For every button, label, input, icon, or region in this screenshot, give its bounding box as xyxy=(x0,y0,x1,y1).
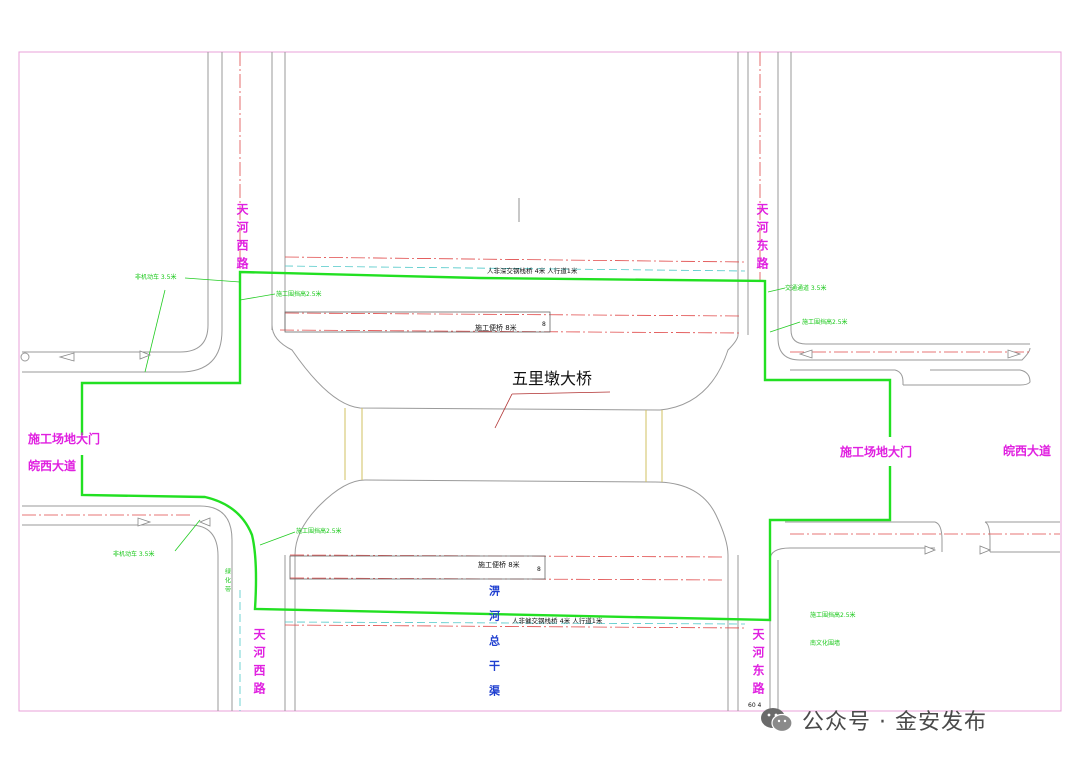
road-name-west-top: 天河西路 xyxy=(235,203,249,275)
svg-text:天河东路: 天河东路 xyxy=(751,628,765,700)
page-number: 60 4 xyxy=(748,702,762,709)
bottom-temp-bridge-label: 施工便桥 8米 xyxy=(478,560,520,569)
bottom-footbridge-label: 人非催交钢栈桥 4米 人行道1米 xyxy=(512,616,603,625)
label-wall-br: 南文化围墙 xyxy=(810,639,840,647)
top-temp-bridge-label: 施工便桥 8米 xyxy=(475,323,517,332)
temp-bridge-boxes xyxy=(284,311,551,580)
label-fence-tr: 施工围挡高2.5米 xyxy=(802,318,848,326)
svg-text:天河西路: 天河西路 xyxy=(235,203,249,275)
watermark-text: 公众号 · 金安发布 xyxy=(802,710,987,735)
top-footbridge-label: 人非深交钢栈桥 4米 人行道1米 xyxy=(487,266,578,275)
svg-text:淠河总干渠: 淠河总干渠 xyxy=(488,584,501,710)
bottom-temp-bridge-dim: 8 xyxy=(537,566,541,573)
callout-mark xyxy=(494,198,611,429)
road-arrows xyxy=(58,349,1022,555)
footbridge-lines xyxy=(239,265,746,711)
label-fence-br: 施工围挡高2.5米 xyxy=(810,611,856,619)
svg-text:天河西路: 天河西路 xyxy=(252,628,266,700)
road-name-east-top: 天河东路 xyxy=(755,203,769,275)
svg-text:绿化带: 绿化带 xyxy=(224,567,231,595)
bridge-title: 五里墩大桥 xyxy=(512,369,592,388)
road-name-west-bottom: 天河西路 xyxy=(252,628,266,700)
watermark: 公众号 · 金安发布 xyxy=(760,700,987,740)
label-fence-bl: 施工围挡高2.5米 xyxy=(296,527,342,535)
road-name-east-bottom: 天河东路 xyxy=(751,628,765,700)
label-fence-tl: 施工围挡高2.5米 xyxy=(276,290,322,298)
construction-boundary xyxy=(80,270,892,622)
svg-text:天河东路: 天河东路 xyxy=(755,203,769,275)
lane-lines xyxy=(22,52,1060,629)
top-temp-bridge-dim: 8 xyxy=(542,321,546,328)
label-nonmotor-tr: 交通通道 3.5米 xyxy=(785,284,826,292)
gate-label-left: 施工场地大门 xyxy=(28,431,100,446)
label-nonmotor-tl: 非机动车 3.5米 xyxy=(135,273,176,281)
wechat-icon xyxy=(760,706,794,734)
road-edges xyxy=(20,52,1060,711)
avenue-name-right: 皖西大道 xyxy=(1003,443,1051,458)
drawing-frame xyxy=(18,51,1062,712)
bridge-body xyxy=(271,324,739,556)
leader-lines xyxy=(144,277,801,552)
gate-label-right: 施工场地大门 xyxy=(840,444,912,459)
label-nonmotor-bl: 非机动车 3.5米 xyxy=(113,550,154,558)
label-green-belt: 绿化带 xyxy=(224,567,231,595)
avenue-name-left: 皖西大道 xyxy=(28,458,76,473)
canal-name: 淠河总干渠 xyxy=(488,584,501,710)
